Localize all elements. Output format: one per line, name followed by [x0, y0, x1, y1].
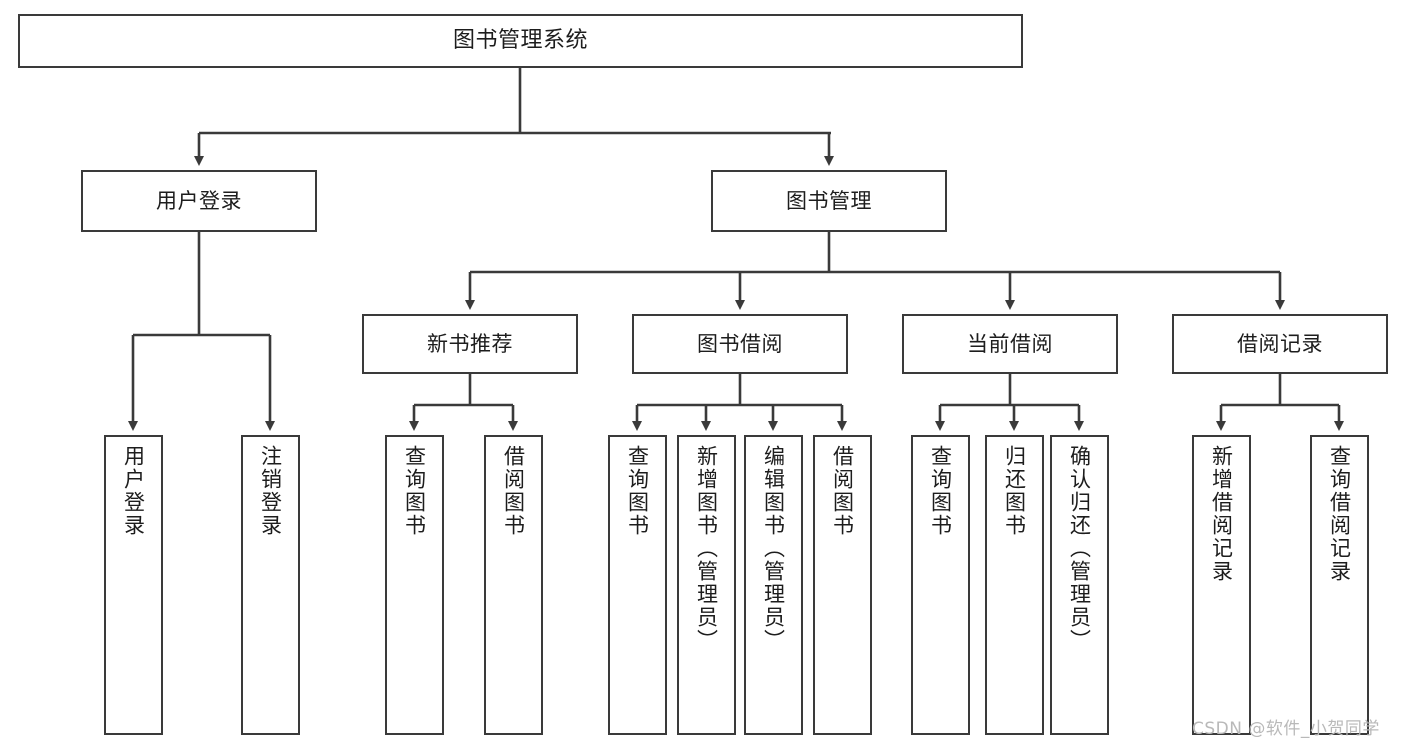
node-leaf-query-book-1-label: 查询图书: [402, 445, 427, 537]
node-leaf-query-book-2-label: 查询图书: [625, 445, 650, 537]
node-new-book-rec-label: 新书推荐: [427, 331, 513, 356]
node-user-login[interactable]: 用户登录: [81, 170, 317, 232]
node-book-manage[interactable]: 图书管理: [711, 170, 947, 232]
node-leaf-logout-label: 注销登录: [258, 445, 283, 537]
node-leaf-logout[interactable]: 注销登录: [241, 435, 300, 735]
node-leaf-query-record[interactable]: 查询借阅记录: [1310, 435, 1369, 735]
node-leaf-query-book-1[interactable]: 查询图书: [385, 435, 444, 735]
node-leaf-add-record-label: 新增借阅记录: [1209, 445, 1234, 583]
node-leaf-query-book-3[interactable]: 查询图书: [911, 435, 970, 735]
node-current-borrow[interactable]: 当前借阅: [902, 314, 1118, 374]
node-leaf-confirm-return-label: 确认归还（管理员）: [1067, 445, 1092, 652]
node-borrow-record[interactable]: 借阅记录: [1172, 314, 1388, 374]
node-leaf-query-book-3-label: 查询图书: [928, 445, 953, 537]
node-leaf-confirm-return[interactable]: 确认归还（管理员）: [1050, 435, 1109, 735]
node-leaf-query-book-2[interactable]: 查询图书: [608, 435, 667, 735]
csdn-watermark: CSDN @软件_小贺同学: [1192, 719, 1380, 739]
node-current-borrow-label: 当前借阅: [967, 331, 1053, 356]
node-book-borrow-label: 图书借阅: [697, 331, 783, 356]
node-root-label: 图书管理系统: [452, 28, 588, 54]
node-leaf-borrow-book-1-label: 借阅图书: [501, 445, 526, 537]
node-leaf-user-login[interactable]: 用户登录: [104, 435, 163, 735]
node-leaf-borrow-book-2[interactable]: 借阅图书: [813, 435, 872, 735]
node-leaf-return-book-label: 归还图书: [1002, 445, 1027, 537]
node-leaf-borrow-book-2-label: 借阅图书: [830, 445, 855, 537]
node-borrow-record-label: 借阅记录: [1237, 331, 1323, 356]
node-leaf-borrow-book-1[interactable]: 借阅图书: [484, 435, 543, 735]
node-leaf-add-book[interactable]: 新增图书（管理员）: [677, 435, 736, 735]
node-root[interactable]: 图书管理系统: [18, 14, 1023, 68]
node-user-login-label: 用户登录: [156, 188, 242, 213]
node-leaf-edit-book-label: 编辑图书（管理员）: [761, 445, 786, 652]
node-book-borrow[interactable]: 图书借阅: [632, 314, 848, 374]
node-leaf-query-record-label: 查询借阅记录: [1327, 445, 1352, 583]
node-book-manage-label: 图书管理: [786, 188, 872, 213]
node-leaf-add-book-label: 新增图书（管理员）: [694, 445, 719, 652]
node-new-book-rec[interactable]: 新书推荐: [362, 314, 578, 374]
node-leaf-return-book[interactable]: 归还图书: [985, 435, 1044, 735]
node-leaf-add-record[interactable]: 新增借阅记录: [1192, 435, 1251, 735]
node-leaf-edit-book[interactable]: 编辑图书（管理员）: [744, 435, 803, 735]
node-leaf-user-login-label: 用户登录: [121, 445, 146, 537]
